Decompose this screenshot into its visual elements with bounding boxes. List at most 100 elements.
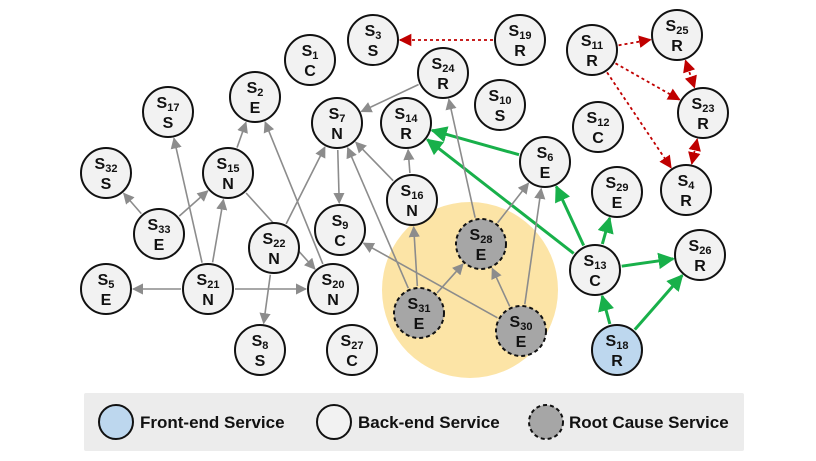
node-circle	[80, 263, 132, 315]
node-id-label: S30	[510, 314, 533, 333]
node-id-label: S33	[148, 217, 171, 236]
edge-s13-to-s6	[554, 185, 586, 247]
edge-s7-to-s9	[333, 149, 345, 205]
node-id-label: S28	[470, 227, 493, 246]
edge-s18-to-s26	[633, 274, 684, 331]
node-circle	[677, 87, 729, 139]
node-id-label: S2	[247, 80, 264, 99]
node-type-label: S	[368, 43, 379, 60]
node-type-label: R	[671, 38, 683, 55]
edge-s22-to-s7	[285, 146, 326, 225]
node-id-label: S1	[302, 43, 319, 62]
edge-s28-to-s24	[445, 98, 476, 218]
node-id-label: S19	[509, 23, 532, 42]
node-circle	[182, 263, 234, 315]
node-circle	[347, 14, 399, 66]
node-type-label: E	[476, 247, 487, 264]
node-id-label: S32	[95, 156, 118, 175]
edge-s30-to-s9	[362, 242, 498, 319]
node-id-label: S20	[322, 272, 345, 291]
node-id-label: S11	[581, 33, 603, 52]
node-type-label: N	[222, 176, 234, 193]
edge-s13-to-s29	[597, 216, 614, 245]
edge-s16-to-s14	[403, 148, 415, 174]
edge-s31-to-s16	[408, 225, 420, 287]
node-id-label: S16	[401, 183, 424, 202]
edge-s11-to-s25	[618, 35, 652, 48]
legend-frontend-label: Front-end Service	[140, 413, 285, 432]
edge-s13-to-s26	[621, 252, 675, 270]
node-circle	[234, 324, 286, 376]
node-id-label: S25	[666, 18, 689, 37]
node-circle	[386, 174, 438, 226]
edge-s22-to-s8	[259, 274, 272, 325]
node-circle	[133, 208, 185, 260]
node-type-label: R	[586, 53, 598, 70]
edge-s20-to-s2	[263, 120, 324, 265]
node-type-label: E	[516, 334, 527, 351]
node-type-label: N	[331, 126, 343, 143]
node-id-label: S17	[157, 95, 180, 114]
node-id-label: S31	[408, 296, 431, 315]
edge-s18-to-s13	[598, 294, 615, 325]
node-circle	[229, 71, 281, 123]
node-circle	[393, 287, 445, 339]
node-type-label: C	[592, 130, 604, 147]
node-type-label: N	[406, 203, 418, 220]
node-circle	[651, 9, 703, 61]
node-id-label: S7	[329, 106, 346, 125]
node-circle	[591, 166, 643, 218]
node-circle	[660, 164, 712, 216]
node-type-label: R	[400, 126, 412, 143]
node-circle	[311, 97, 363, 149]
node-circle	[326, 324, 378, 376]
node-circle	[572, 101, 624, 153]
edge-s24-to-s7	[360, 83, 419, 113]
node-circle	[380, 97, 432, 149]
node-type-label: C	[589, 273, 601, 290]
edge-s15-to-s2	[236, 121, 248, 148]
node-id-label: S13	[584, 253, 607, 272]
node-type-label: C	[334, 233, 346, 250]
edge-s21-to-s17	[170, 137, 203, 263]
node-type-label: E	[540, 165, 551, 182]
node-circle	[455, 218, 507, 270]
edge-s33-to-s32	[122, 192, 142, 215]
node-s5: S5E	[80, 263, 132, 315]
node-s2: S2E	[229, 71, 281, 123]
node-id-label: S22	[263, 231, 286, 250]
edge-s30-to-s28	[491, 267, 511, 307]
edge-s6-to-s14	[430, 126, 520, 157]
node-type-label: C	[346, 353, 358, 370]
node-circle	[314, 204, 366, 256]
node-circle	[591, 324, 643, 376]
node-id-label: S5	[98, 272, 115, 291]
node-circle	[494, 14, 546, 66]
backend-swatch	[316, 404, 352, 440]
node-s1: S1C	[284, 34, 336, 86]
edge-s31-to-s28	[436, 263, 464, 294]
edge-s16-to-s7	[355, 141, 394, 182]
node-id-label: S24	[432, 56, 456, 75]
frontend-swatch	[98, 404, 134, 440]
node-type-label: R	[514, 43, 526, 60]
node-id-label: S21	[197, 272, 220, 291]
node-id-label: S26	[689, 238, 712, 257]
